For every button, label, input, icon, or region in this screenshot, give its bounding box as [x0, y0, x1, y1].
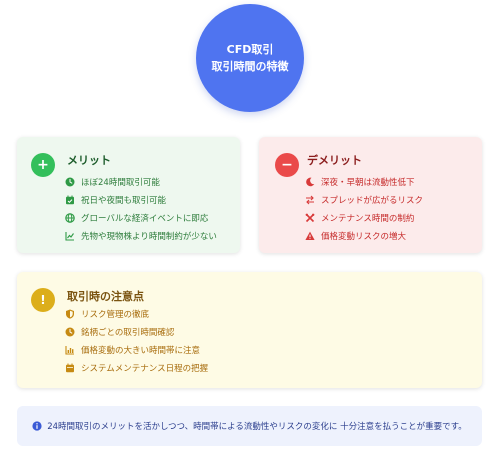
list-item: 祝日や夜間も取引可能 [64, 191, 217, 209]
moon-icon [304, 176, 316, 188]
caution-title: 取引時の注意点 [67, 290, 144, 303]
list-item: リスク管理の徹底 [64, 305, 208, 323]
caution-list: リスク管理の徹底 銘柄ごとの取引時間確認 価格変動の大きい時間帯に注意 システム… [64, 305, 208, 377]
list-item-label: システムメンテナンス日程の把握 [81, 364, 209, 374]
merit-title: メリット [67, 154, 111, 167]
list-item-label: 深夜・早朝は流動性低下 [321, 178, 415, 188]
merit-list: ほぼ24時間取引可能 祝日や夜間も取引可能 グローバルな経済イベントに即応 先物… [64, 173, 217, 245]
list-item: 銘柄ごとの取引時間確認 [64, 323, 208, 341]
hero-circle: CFD取引 取引時間の特徴 [196, 4, 304, 112]
list-item-label: メンテナンス時間の制約 [321, 214, 415, 224]
info-note-text: 24時間取引のメリットを活かしつつ、時間帯による流動性やリスクの変化に 十分注意… [47, 422, 467, 432]
clock-icon [64, 176, 76, 188]
list-item-label: スプレッドが広がるリスク [321, 196, 424, 206]
exclamation-icon: ! [31, 288, 55, 312]
line-chart-icon [64, 230, 76, 242]
warning-icon [304, 230, 316, 242]
info-note: 24時間取引のメリットを活かしつつ、時間帯による流動性やリスクの変化に 十分注意… [17, 406, 482, 446]
list-item: ほぼ24時間取引可能 [64, 173, 217, 191]
demerit-title: デメリット [307, 154, 362, 167]
caution-card: ! 取引時の注意点 リスク管理の徹底 銘柄ごとの取引時間確認 価格変動の大きい時… [17, 272, 482, 388]
list-item: グローバルな経済イベントに即応 [64, 209, 217, 227]
list-item-label: 価格変動の大きい時間帯に注意 [81, 346, 201, 356]
shield-icon [64, 308, 76, 320]
list-item-label: グローバルな経済イベントに即応 [81, 214, 209, 224]
list-item: メンテナンス時間の制約 [304, 209, 423, 227]
tools-icon [304, 212, 316, 224]
demerit-card: − デメリット 深夜・早朝は流動性低下 スプレッドが広がるリスク メンテナンス時… [259, 137, 482, 253]
demerit-list: 深夜・早朝は流動性低下 スプレッドが広がるリスク メンテナンス時間の制約 価格変… [304, 173, 423, 245]
hero-title: CFD取引 [226, 43, 274, 56]
minus-icon: − [275, 153, 299, 177]
plus-icon: + [31, 153, 55, 177]
list-item-label: ほぼ24時間取引可能 [81, 178, 160, 188]
list-item: 価格変動リスクの増大 [304, 227, 423, 245]
merit-card: + メリット ほぼ24時間取引可能 祝日や夜間も取引可能 グローバルな経済イベン… [17, 137, 240, 253]
list-item: システムメンテナンス日程の把握 [64, 359, 208, 377]
info-icon [32, 421, 42, 431]
list-item: 価格変動の大きい時間帯に注意 [64, 341, 208, 359]
list-item-label: 銘柄ごとの取引時間確認 [81, 328, 175, 338]
list-item: スプレッドが広がるリスク [304, 191, 423, 209]
exchange-icon [304, 194, 316, 206]
bar-chart-icon [64, 344, 76, 356]
calendar-icon [64, 362, 76, 374]
clock-icon [64, 326, 76, 338]
list-item-label: リスク管理の徹底 [81, 310, 150, 320]
calendar-check-icon [64, 194, 76, 206]
list-item: 深夜・早朝は流動性低下 [304, 173, 423, 191]
list-item: 先物や現物株より時間制約が少ない [64, 227, 217, 245]
list-item-label: 先物や現物株より時間制約が少ない [81, 232, 217, 242]
list-item-label: 祝日や夜間も取引可能 [81, 196, 167, 206]
globe-icon [64, 212, 76, 224]
hero-subtitle: 取引時間の特徴 [211, 60, 289, 73]
list-item-label: 価格変動リスクの増大 [321, 232, 407, 242]
